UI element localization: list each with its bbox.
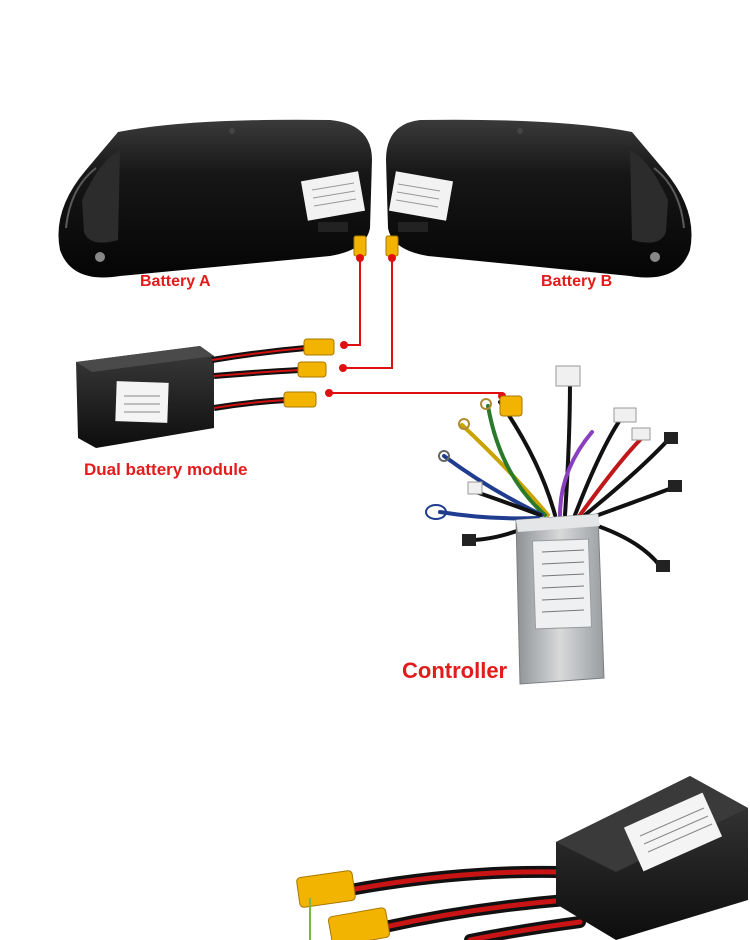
connection-lines — [329, 258, 503, 396]
battery-a — [58, 119, 372, 278]
line-battery-a — [344, 258, 361, 346]
controller-label: Controller — [402, 658, 508, 683]
battery-b-connector — [385, 235, 399, 257]
dual-battery-module — [76, 338, 335, 448]
controller — [425, 365, 682, 685]
closeup-connectors — [296, 870, 391, 940]
connection-dots — [325, 254, 506, 400]
line-controller — [329, 392, 503, 396]
module-label: Dual battery module — [84, 460, 247, 479]
battery-a-label: Battery A — [140, 273, 211, 290]
line-battery-b — [343, 258, 393, 369]
battery-b-label: Battery B — [541, 273, 612, 290]
battery-b — [386, 119, 692, 278]
battery-a-connector — [353, 235, 367, 257]
module-closeup — [296, 776, 748, 940]
